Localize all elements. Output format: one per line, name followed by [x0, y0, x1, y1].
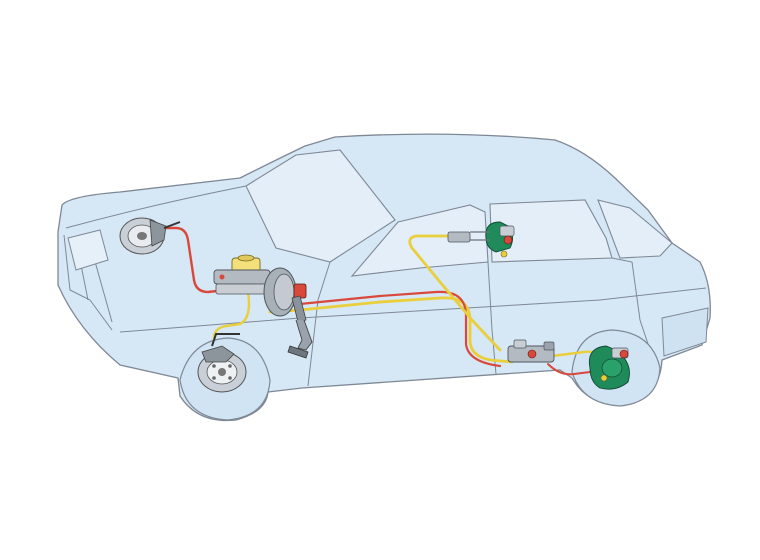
pressure-regulator [507, 339, 555, 363]
headlight [67, 229, 109, 271]
brake-pedal [287, 295, 313, 359]
front-right-disc-brake [197, 333, 247, 393]
brake-line-red-front-left [158, 226, 228, 294]
brake-line-red-main [268, 290, 502, 368]
brake-line-yellow-main [268, 296, 514, 364]
rear-side-window [489, 199, 613, 263]
brake-lines [158, 226, 600, 376]
windscreen [245, 149, 396, 263]
side-crease [119, 287, 707, 333]
vacuum-brake-booster [263, 267, 307, 317]
brake-line-yellow-front-right [212, 290, 251, 340]
rear-bumper [661, 307, 709, 357]
rear-left-drum-brake [447, 221, 515, 258]
master-cylinder [213, 254, 271, 295]
hood-line [65, 185, 247, 229]
brake-line-yellow-rear-left [408, 234, 502, 352]
front-left-disc-brake [119, 217, 181, 255]
rear-right-drum-brake [588, 345, 630, 390]
brake-line-red-rear [547, 363, 591, 376]
quarter-window [597, 199, 673, 259]
